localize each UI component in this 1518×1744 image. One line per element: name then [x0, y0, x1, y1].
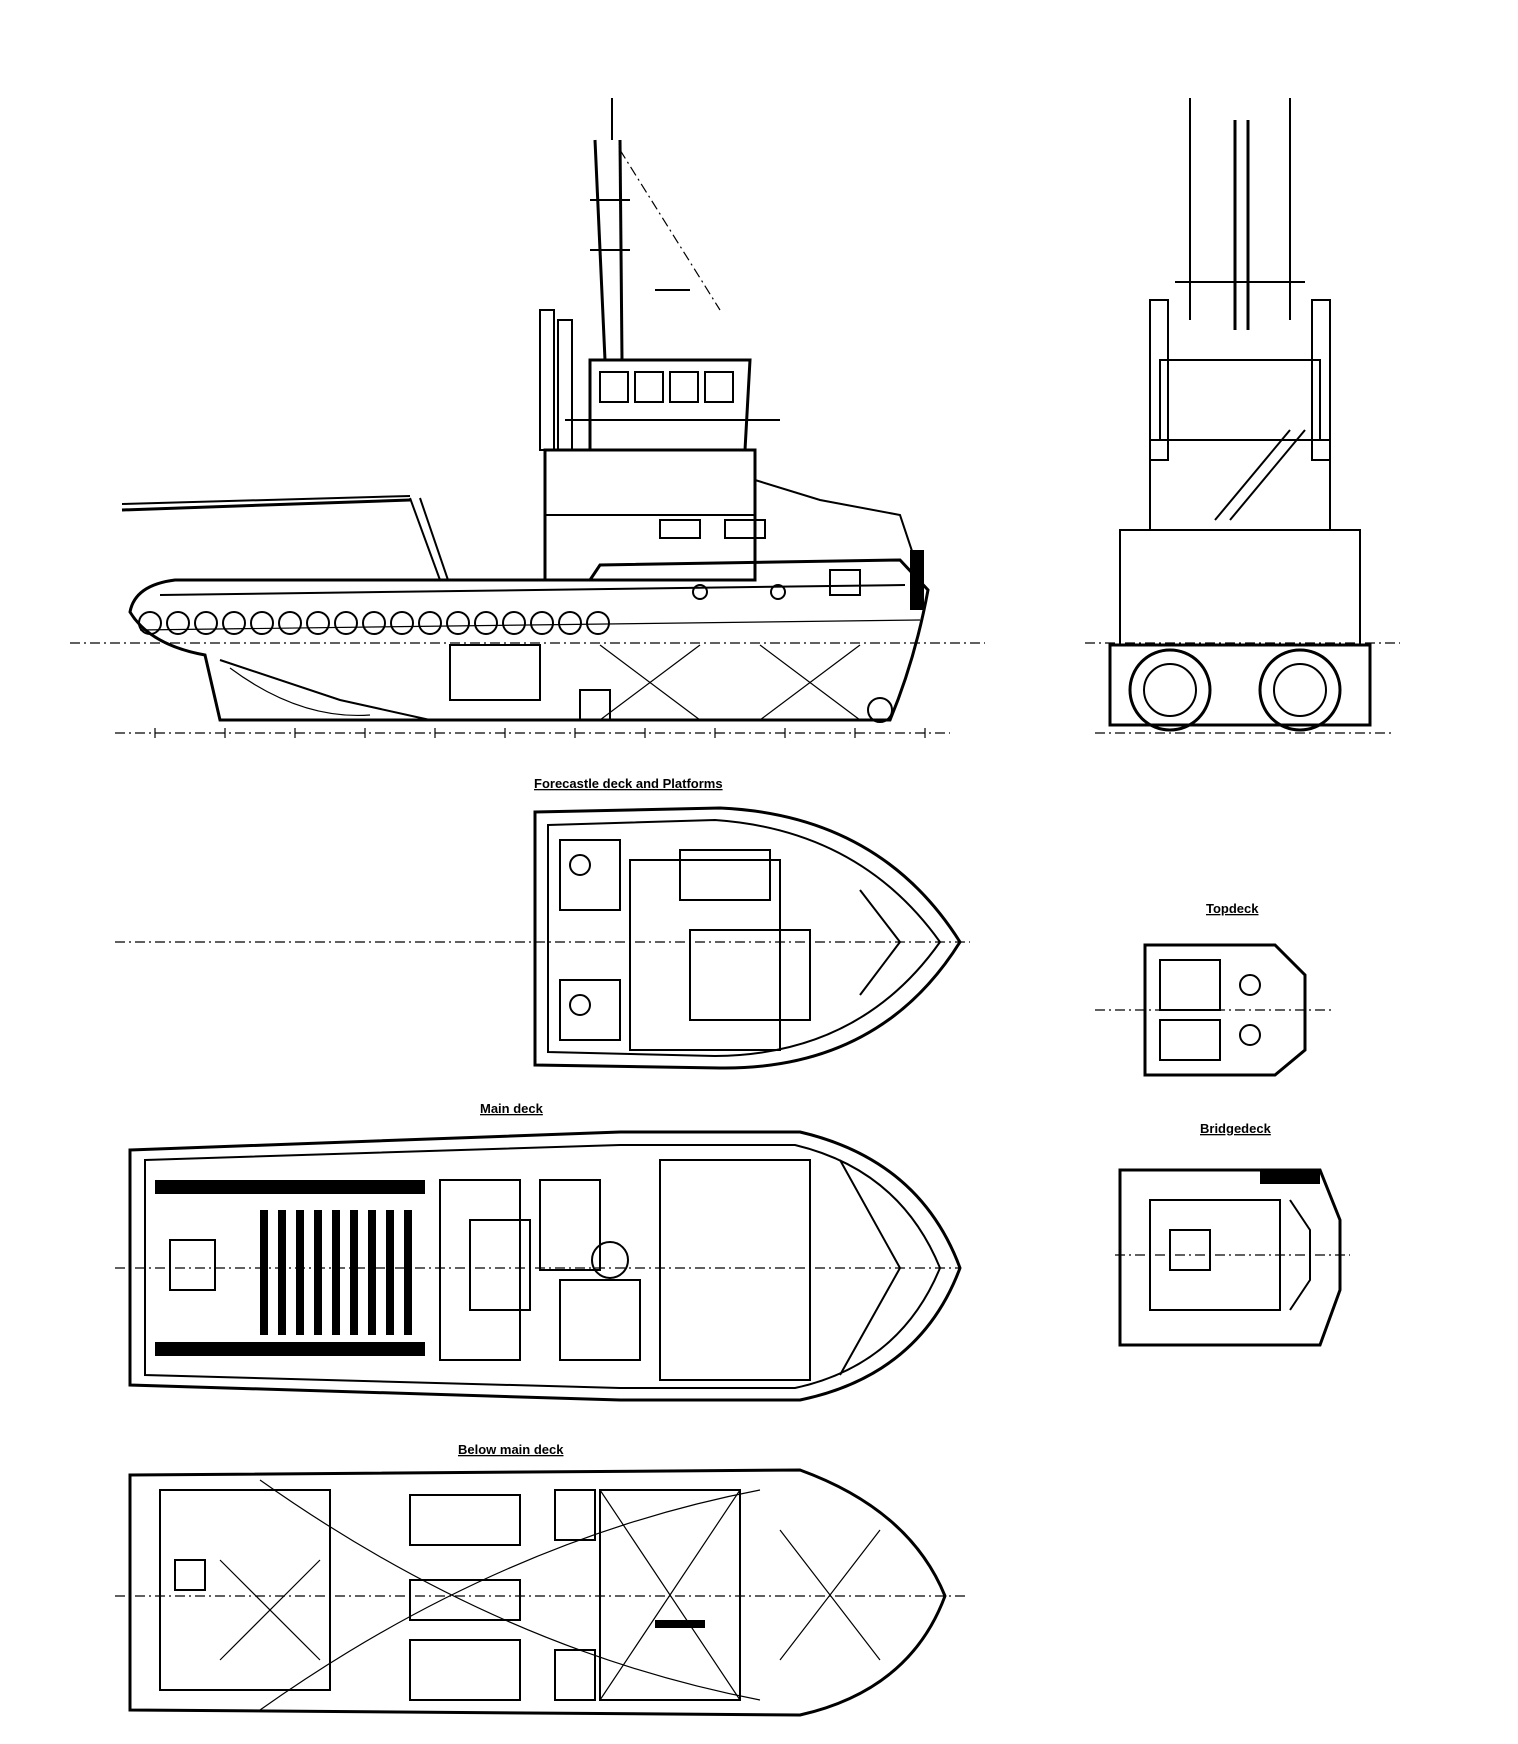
main-deck-label: Main deck: [480, 1101, 544, 1116]
mast: [590, 98, 721, 361]
fender-tyres: [138, 611, 610, 635]
below-main-deck-plan: Below main deck: [115, 1442, 965, 1717]
bridgedeck-label: Bridgedeck: [1200, 1121, 1272, 1136]
topdeck-label: Topdeck: [1206, 901, 1259, 916]
below-main-deck-label: Below main deck: [458, 1442, 564, 1457]
front-elevation-view: [1085, 98, 1400, 734]
deckhouse: [543, 448, 916, 600]
side-elevation-view: [70, 98, 985, 738]
forecastle-deck-label: Forecastle deck and Platforms: [534, 776, 723, 791]
wheelhouse: [565, 358, 780, 452]
cargo-deck-grating: [155, 1180, 425, 1356]
bridgedeck-plan: Bridgedeck: [1115, 1121, 1350, 1347]
crane: [121, 495, 449, 581]
main-deck-plan: Main deck: [115, 1101, 962, 1402]
frame-scale-side: [154, 728, 926, 738]
topdeck-plan: Topdeck: [1095, 901, 1335, 1077]
forecastle-plan: Forecastle deck and Platforms: [115, 776, 970, 1070]
